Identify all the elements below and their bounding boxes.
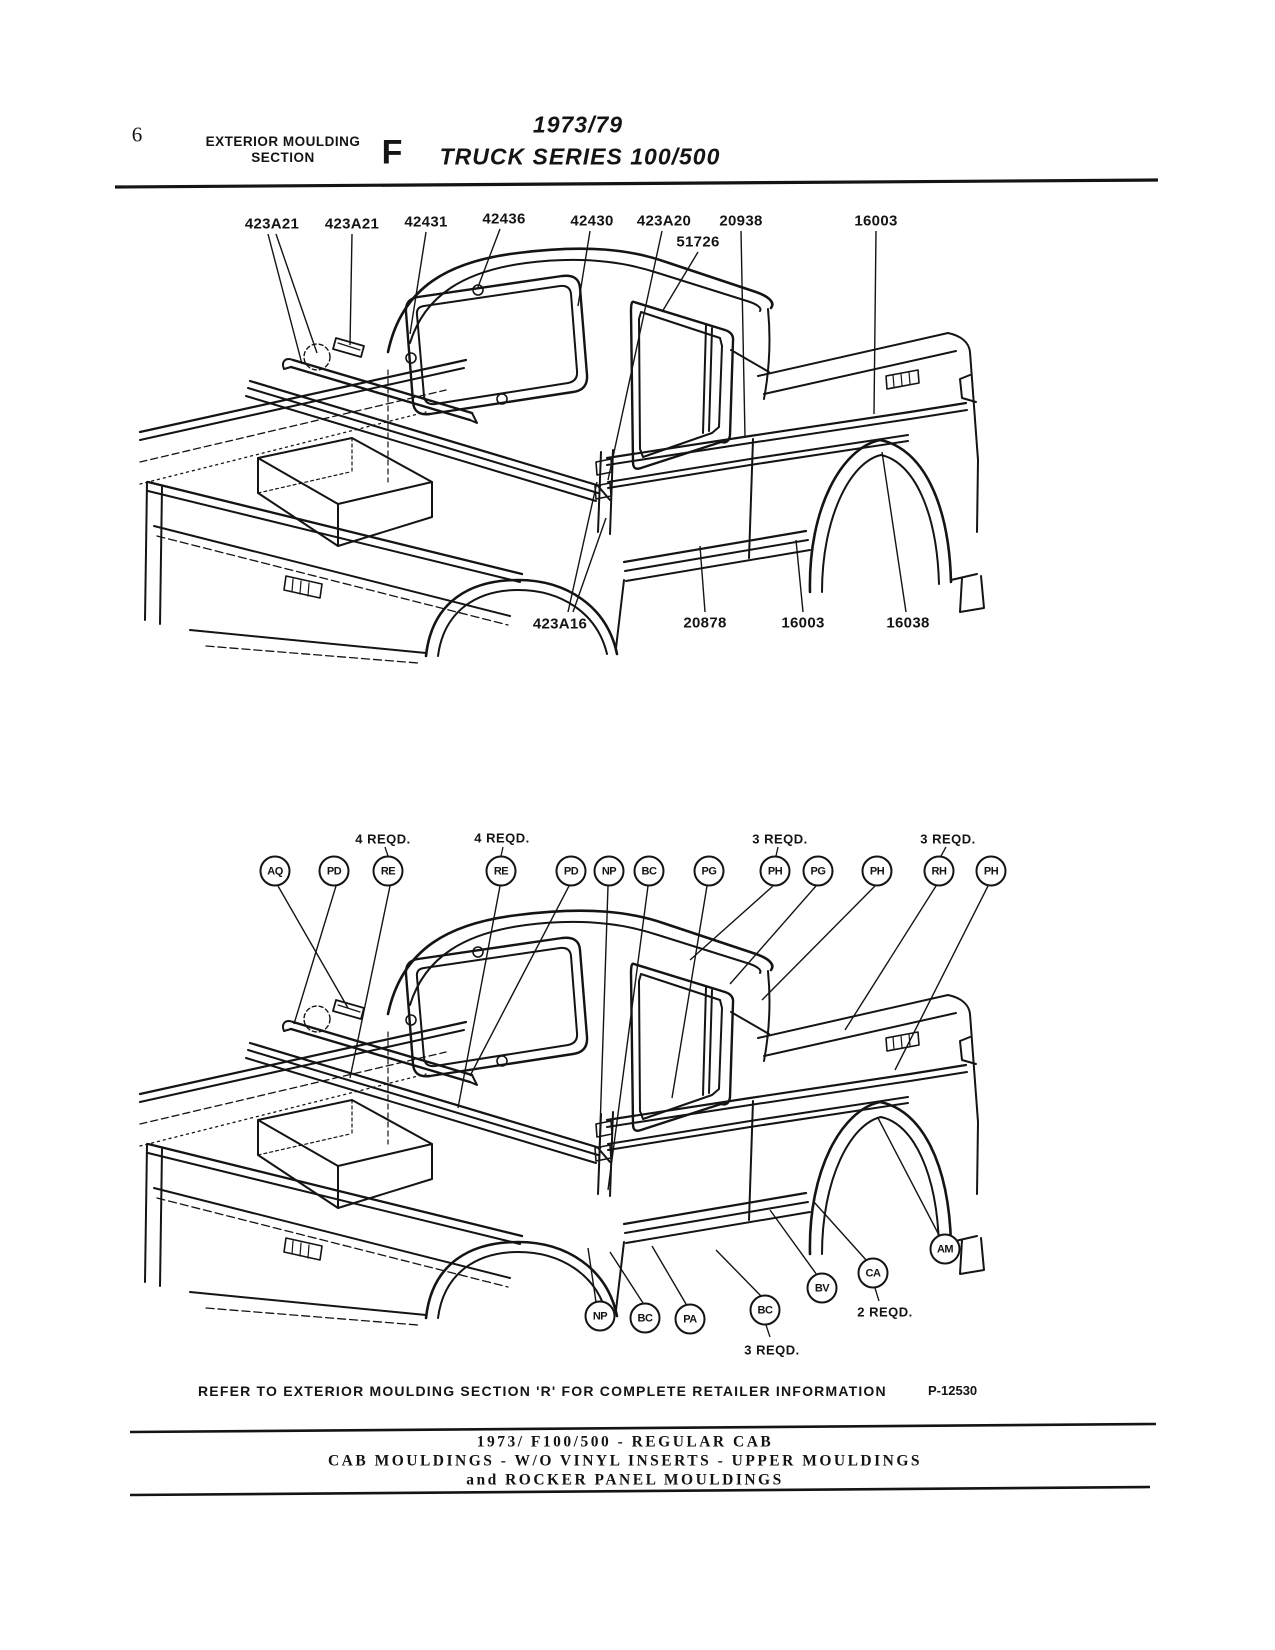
page-title-line1: 1973/79 — [532, 111, 624, 138]
callout-PH-3: PH — [975, 855, 1007, 887]
caption-line3: and ROCKER PANEL MOULDINGS — [466, 1471, 784, 1489]
part-label-423A21-1: 423A21 — [244, 215, 300, 233]
part-label-16003-bottom: 16003 — [781, 614, 825, 632]
callout-CA: CA — [857, 1257, 889, 1289]
callout-PD-2: PD — [555, 855, 587, 887]
qty-label-3reqd-bottom: 3 REQD. — [744, 1342, 800, 1358]
part-label-16038: 16038 — [886, 614, 930, 632]
section-label-line2: SECTION — [251, 150, 315, 165]
callout-RH: RH — [923, 855, 955, 887]
callout-PH-2: PH — [861, 855, 893, 887]
caption-line2: CAB MOULDINGS - W/O VINYL INSERTS - UPPE… — [327, 1452, 923, 1470]
callout-BC-bottom-2: BC — [749, 1294, 781, 1326]
part-label-42430: 42430 — [570, 212, 614, 230]
part-label-42431: 42431 — [404, 213, 448, 231]
part-label-42436: 42436 — [482, 210, 526, 228]
part-label-51726: 51726 — [676, 233, 720, 251]
callout-BC-top: BC — [633, 855, 665, 887]
section-letter: F — [381, 133, 403, 172]
callout-RE-1: RE — [372, 855, 404, 887]
section-label-line1: EXTERIOR MOULDING — [205, 134, 361, 149]
footer-note: REFER TO EXTERIOR MOULDING SECTION 'R' F… — [198, 1383, 887, 1399]
callout-RE-2: RE — [485, 855, 517, 887]
part-label-20938: 20938 — [719, 212, 763, 230]
bottom-caption: 1973/ F100/500 - REGULAR CAB CAB MOULDIN… — [328, 1433, 922, 1490]
qty-label-2reqd: 2 REQD. — [857, 1304, 913, 1320]
callout-AQ: AQ — [259, 855, 291, 887]
callout-PH-1: PH — [759, 855, 791, 887]
callout-NP-bottom: NP — [584, 1300, 616, 1332]
plate-number: P-12530 — [928, 1383, 978, 1398]
part-label-16003-top: 16003 — [854, 212, 898, 230]
section-label: EXTERIOR MOULDING SECTION — [206, 134, 361, 166]
page-number: 6 — [131, 122, 143, 147]
callout-PA: PA — [674, 1303, 706, 1335]
callout-BV: BV — [806, 1272, 838, 1304]
part-label-423A20: 423A20 — [636, 212, 692, 230]
qty-label-3reqd-1: 3 REQD. — [752, 831, 808, 847]
callout-PD-1: PD — [318, 855, 350, 887]
callout-NP-top: NP — [593, 855, 625, 887]
callout-PG-1: PG — [693, 855, 725, 887]
part-label-20878: 20878 — [683, 614, 727, 632]
callout-AM: AM — [929, 1233, 961, 1265]
caption-line1: 1973/ F100/500 - REGULAR CAB — [476, 1433, 774, 1451]
part-label-423A16: 423A16 — [532, 615, 588, 633]
part-label-423A21-2: 423A21 — [324, 215, 380, 233]
callout-PG-2: PG — [802, 855, 834, 887]
qty-label-4reqd-1: 4 REQD. — [355, 831, 411, 847]
page-title-line2: TRUCK SERIES 100/500 — [439, 143, 721, 170]
qty-label-4reqd-2: 4 REQD. — [474, 830, 530, 846]
callout-BC-bottom-1: BC — [629, 1302, 661, 1334]
qty-label-3reqd-2: 3 REQD. — [920, 831, 976, 847]
